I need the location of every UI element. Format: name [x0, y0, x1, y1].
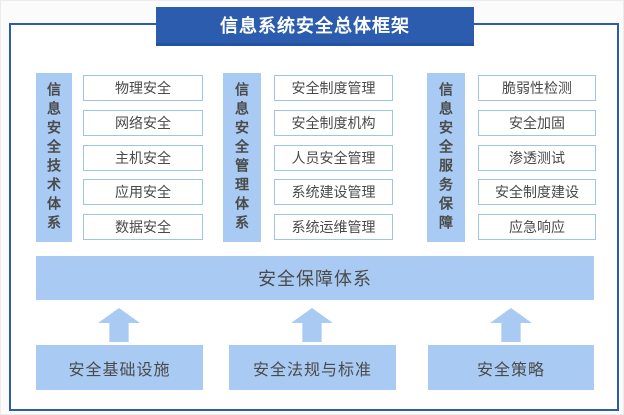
foundation-box-policy: 安全策略 [428, 345, 594, 390]
item-box-data-security: 数据安全 [83, 214, 203, 240]
item-box-host-security: 主机安全 [83, 144, 203, 171]
foundation-box-regulations: 安全法规与标准 [229, 345, 396, 390]
item-box-physical-security: 物理安全 [83, 75, 203, 101]
item-box-policy-organization: 安全制度机构 [274, 109, 393, 136]
column-technology-items: 物理安全 网络安全 主机安全 应用安全 数据安全 [83, 75, 203, 240]
column-label-technology: 信息安全技术体系 [36, 73, 72, 242]
item-box-personnel-management: 人员安全管理 [274, 144, 393, 171]
column-management-items: 安全制度管理 安全制度机构 人员安全管理 系统建设管理 系统运维管理 [274, 75, 393, 240]
item-box-vulnerability-detection: 脆弱性检测 [478, 75, 596, 101]
column-label-services: 信息安全服务保障 [427, 73, 465, 242]
item-box-construction-management: 系统建设管理 [274, 179, 393, 206]
item-box-emergency-response: 应急响应 [478, 214, 596, 240]
item-box-application-security: 应用安全 [83, 179, 203, 206]
foundation-box-infrastructure: 安全基础设施 [36, 345, 203, 390]
column-label-management: 信息安全管理体系 [223, 73, 261, 242]
item-box-policy-management: 安全制度管理 [274, 75, 393, 101]
assurance-bar: 安全保障体系 [36, 256, 594, 300]
item-box-security-hardening: 安全加固 [478, 109, 596, 136]
item-box-penetration-testing: 渗透测试 [478, 144, 596, 171]
item-box-network-security: 网络安全 [83, 109, 203, 136]
item-box-operations-management: 系统运维管理 [274, 214, 393, 240]
diagram-title: 信息系统安全总体框架 [156, 7, 474, 46]
item-box-policy-construction: 安全制度建设 [478, 179, 596, 206]
column-services-items: 脆弱性检测 安全加固 渗透测试 安全制度建设 应急响应 [478, 75, 596, 240]
